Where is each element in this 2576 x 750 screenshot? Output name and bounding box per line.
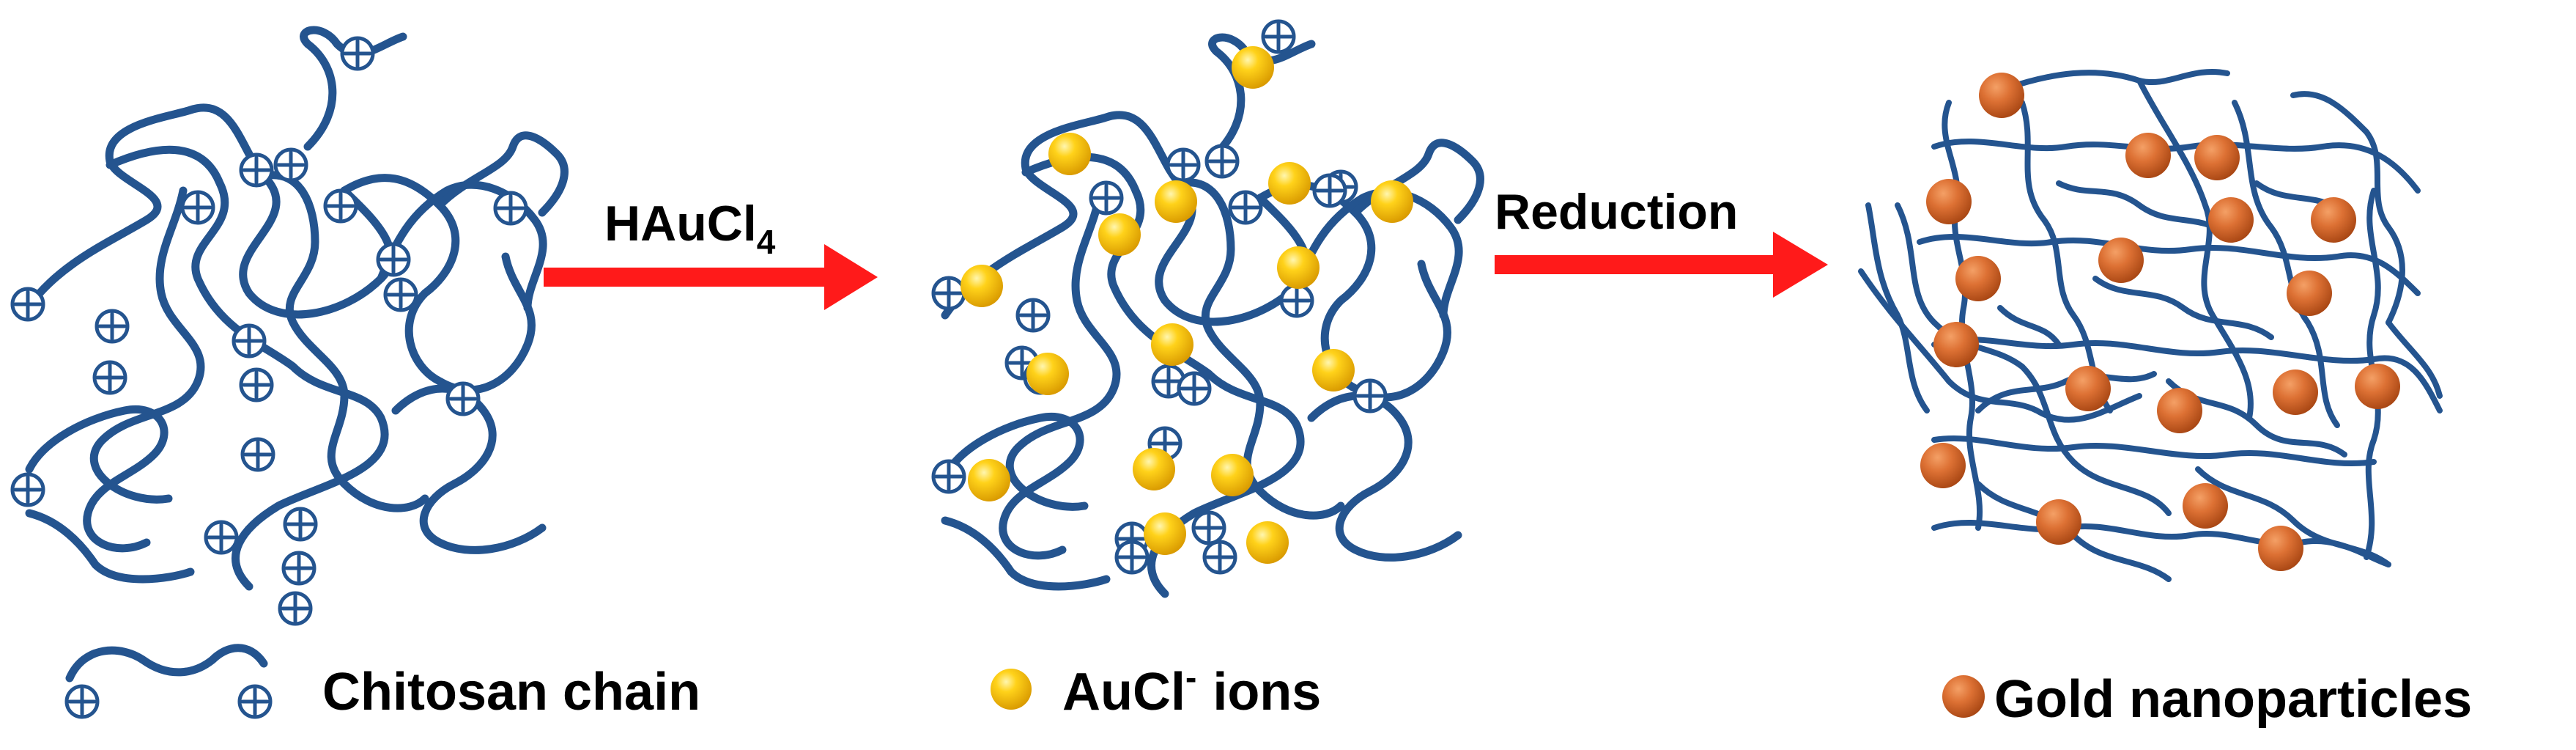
circled-plus-icon xyxy=(1228,190,1263,225)
yellow-sphere-icon xyxy=(1268,162,1311,205)
circled-plus-icon xyxy=(493,191,528,226)
legend-aucl: AuCl-ions xyxy=(991,658,1321,721)
orange-sphere-icon xyxy=(2208,197,2254,243)
circled-plus-icon xyxy=(95,309,130,344)
circled-plus-icon xyxy=(931,276,966,311)
aucl-ion-spheres xyxy=(961,46,1413,564)
circled-plus-icon xyxy=(1204,144,1240,179)
yellow-sphere-icon xyxy=(1232,46,1274,89)
arrow-hauCl4: HAuCl4 xyxy=(544,196,878,310)
panel-chitosan-network xyxy=(10,26,569,626)
gold-legend-label: Gold nanoparticles xyxy=(1994,670,2472,729)
gold-nanoparticle-spheres xyxy=(1920,73,2400,571)
circled-plus-icon xyxy=(340,36,375,71)
circled-plus-icon xyxy=(1202,540,1237,575)
orange-sphere-icon xyxy=(1933,322,1979,367)
yellow-sphere-icon xyxy=(1098,213,1141,256)
arrow-shaft xyxy=(544,268,826,287)
orange-sphere-icon xyxy=(2065,366,2111,411)
legend-gold: Gold nanoparticles xyxy=(1942,670,2472,729)
yellow-sphere-icon xyxy=(1277,246,1320,289)
circled-plus-icon xyxy=(239,152,274,188)
positive-charge-icons xyxy=(10,36,528,626)
arrow-shaft-2 xyxy=(1495,255,1788,274)
orange-sphere-icon xyxy=(2287,271,2332,316)
yellow-sphere-icon xyxy=(1048,133,1091,175)
circled-plus-icon xyxy=(1279,283,1314,318)
circled-plus-icon xyxy=(1114,540,1150,575)
circled-plus-icon xyxy=(64,684,100,719)
circled-plus-icon xyxy=(237,684,273,719)
circled-plus-icon xyxy=(1166,147,1201,183)
orange-sphere-icon xyxy=(2036,499,2081,545)
orange-sphere-icon xyxy=(2194,135,2240,180)
circled-plus-icon xyxy=(323,188,358,224)
circled-plus-icon xyxy=(376,242,411,277)
orange-sphere-icon xyxy=(1979,73,2024,118)
arrow-head xyxy=(824,244,878,310)
reduced-chitosan-network xyxy=(1858,68,2443,582)
circled-plus-icon xyxy=(1352,378,1388,413)
orange-sphere-icon xyxy=(2311,197,2356,243)
orange-sphere-icon xyxy=(1942,675,1985,718)
yellow-sphere-icon xyxy=(1026,353,1069,395)
yellow-sphere-icon xyxy=(1133,448,1175,490)
yellow-sphere-icon xyxy=(1151,323,1193,366)
yellow-sphere-icon xyxy=(961,265,1003,307)
arrow-head-2 xyxy=(1773,232,1828,298)
circled-plus-icon xyxy=(283,507,318,542)
orange-sphere-icon xyxy=(1926,179,1972,224)
circled-plus-icon xyxy=(1261,19,1296,54)
circled-plus-icon xyxy=(204,520,239,555)
circled-plus-icon xyxy=(273,147,308,183)
panel-gold-network xyxy=(1858,68,2443,582)
circled-plus-icon xyxy=(1089,180,1124,216)
circled-plus-icon xyxy=(232,323,267,359)
circled-plus-icon xyxy=(10,287,45,322)
orange-sphere-icon xyxy=(2273,370,2318,415)
yellow-sphere-icon xyxy=(1371,180,1413,223)
chitosan-legend-label: Chitosan chain xyxy=(322,663,700,721)
yellow-sphere-icon xyxy=(991,669,1032,710)
yellow-sphere-icon xyxy=(968,459,1010,501)
orange-sphere-icon xyxy=(1920,443,1966,488)
yellow-sphere-icon xyxy=(1312,349,1355,391)
circled-plus-icon xyxy=(1015,298,1051,333)
chain-swatch-icon xyxy=(65,644,268,683)
yellow-sphere-icon xyxy=(1144,512,1186,555)
yellow-sphere-icon xyxy=(1155,180,1197,223)
legend-chitosan: Chitosan chain xyxy=(64,644,700,721)
circled-plus-icon xyxy=(10,472,45,507)
chitosan-chains xyxy=(23,26,569,591)
yellow-sphere-icon xyxy=(1211,454,1254,496)
circled-plus-icon xyxy=(445,381,481,416)
panel-aucl-loaded-network xyxy=(931,19,1484,598)
arrow-reduction: Reduction xyxy=(1495,184,1828,298)
aucl-legend-label: AuCl-ions xyxy=(1062,658,1321,721)
reduction-label: Reduction xyxy=(1495,184,1738,240)
orange-sphere-icon xyxy=(1955,256,2001,301)
reagent-label: HAuCl4 xyxy=(604,196,776,261)
circled-plus-icon xyxy=(1312,173,1347,208)
circled-plus-icon xyxy=(239,367,274,402)
yellow-sphere-icon xyxy=(1246,521,1289,564)
circled-plus-icon xyxy=(278,591,313,626)
circled-plus-icon xyxy=(931,459,966,494)
circled-plus-icon xyxy=(92,360,127,395)
orange-sphere-icon xyxy=(2355,364,2400,409)
orange-sphere-icon xyxy=(2125,133,2171,178)
circled-plus-icon xyxy=(383,277,418,312)
positive-charge-icons-2 xyxy=(931,19,1388,575)
orange-sphere-icon xyxy=(2183,483,2228,529)
orange-sphere-icon xyxy=(2157,388,2202,433)
orange-sphere-icon xyxy=(2098,238,2144,283)
legend: Chitosan chain AuCl-ions Gold nanopartic… xyxy=(64,644,2472,729)
circled-plus-icon xyxy=(1177,371,1212,406)
circled-plus-icon xyxy=(180,190,215,225)
orange-sphere-icon xyxy=(2258,526,2303,571)
circled-plus-icon xyxy=(281,551,317,586)
circled-plus-icon xyxy=(240,437,275,472)
circled-plus-icon xyxy=(1191,510,1226,545)
